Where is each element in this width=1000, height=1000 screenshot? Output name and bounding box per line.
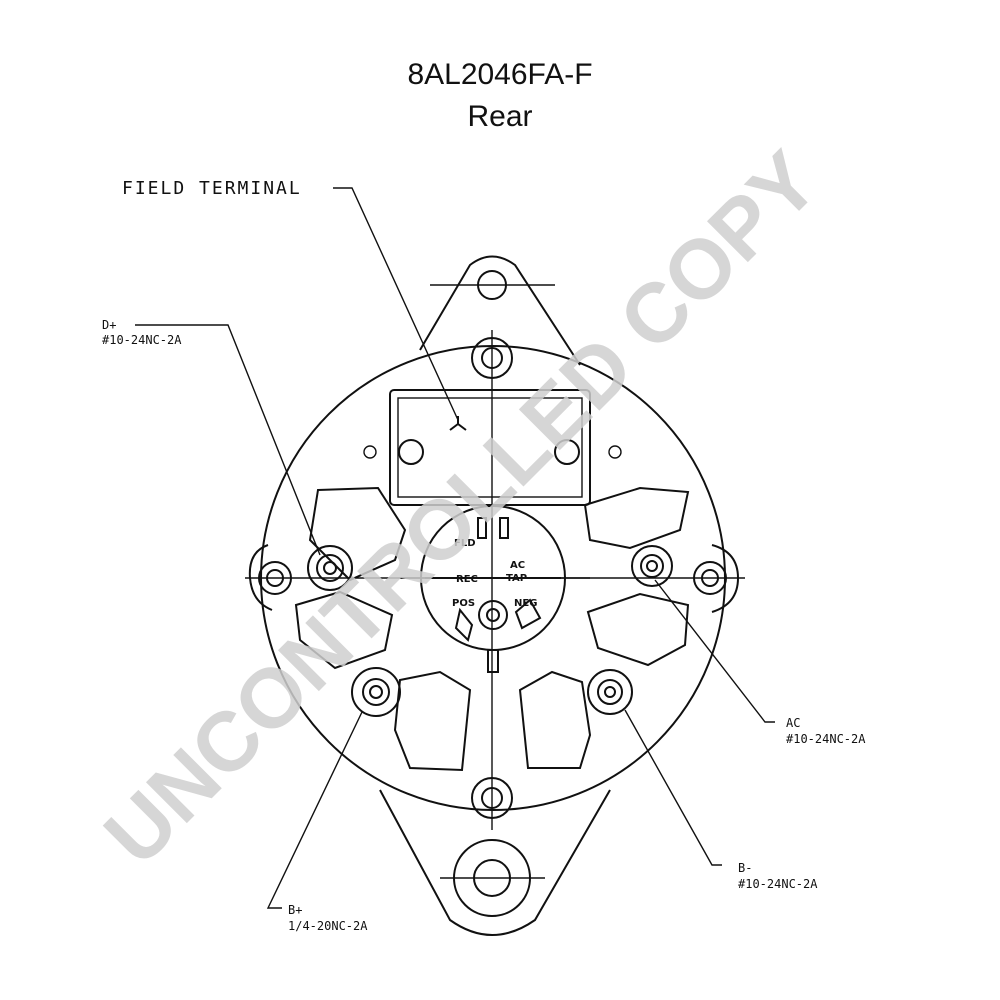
- pos-label: POS: [452, 598, 475, 609]
- vent-right: [586, 592, 690, 667]
- model-title: 8AL2046FA-F: [407, 58, 593, 91]
- b-plus-terminal: [351, 667, 401, 717]
- b-plus-spec: 1/4-20NC-2A: [288, 919, 368, 933]
- ac-plate-label: AC: [510, 560, 525, 571]
- d-plus-spec: #10-24NC-2A: [102, 333, 182, 347]
- b-plus-label: B+: [288, 903, 302, 917]
- view-subtitle: Rear: [467, 100, 533, 133]
- vent-left: [294, 590, 394, 670]
- ac-terminal: [631, 545, 673, 587]
- vent-bottom-right: [518, 670, 592, 769]
- ac-leader: [654, 579, 775, 723]
- d-plus-label: D+: [102, 318, 116, 332]
- vent-upper-right: [583, 486, 690, 550]
- field-terminal-label: FIELD TERMINAL: [122, 178, 302, 199]
- bottom-mounting-ear: [379, 789, 611, 936]
- b-minus-label: B-: [738, 861, 752, 875]
- vent-upper-left: [308, 486, 407, 582]
- b-minus-terminal: [587, 669, 633, 715]
- neg-label: NEG: [514, 598, 537, 609]
- fld-label: FLD: [454, 538, 476, 549]
- field-terminal-symbol: [449, 416, 467, 431]
- b-minus-leader: [624, 709, 722, 866]
- d-plus-terminal: [307, 545, 353, 591]
- rec-label: REC: [456, 574, 478, 585]
- regulator-block: [389, 389, 591, 506]
- d-plus-leader: [135, 324, 321, 556]
- center-stud: [478, 600, 508, 630]
- field-terminal-leader: [333, 187, 459, 421]
- regulator-screw-left: [398, 439, 424, 465]
- b-plus-leader: [266, 711, 363, 909]
- ac-spec: #10-24NC-2A: [786, 732, 866, 746]
- vent-bottom-left: [393, 670, 472, 772]
- b-minus-spec: #10-24NC-2A: [738, 877, 818, 891]
- ac-label: AC: [786, 716, 800, 730]
- top-mounting-ear: [419, 255, 581, 366]
- tap-label: TAP: [506, 573, 527, 584]
- regulator-screw-right: [554, 439, 580, 465]
